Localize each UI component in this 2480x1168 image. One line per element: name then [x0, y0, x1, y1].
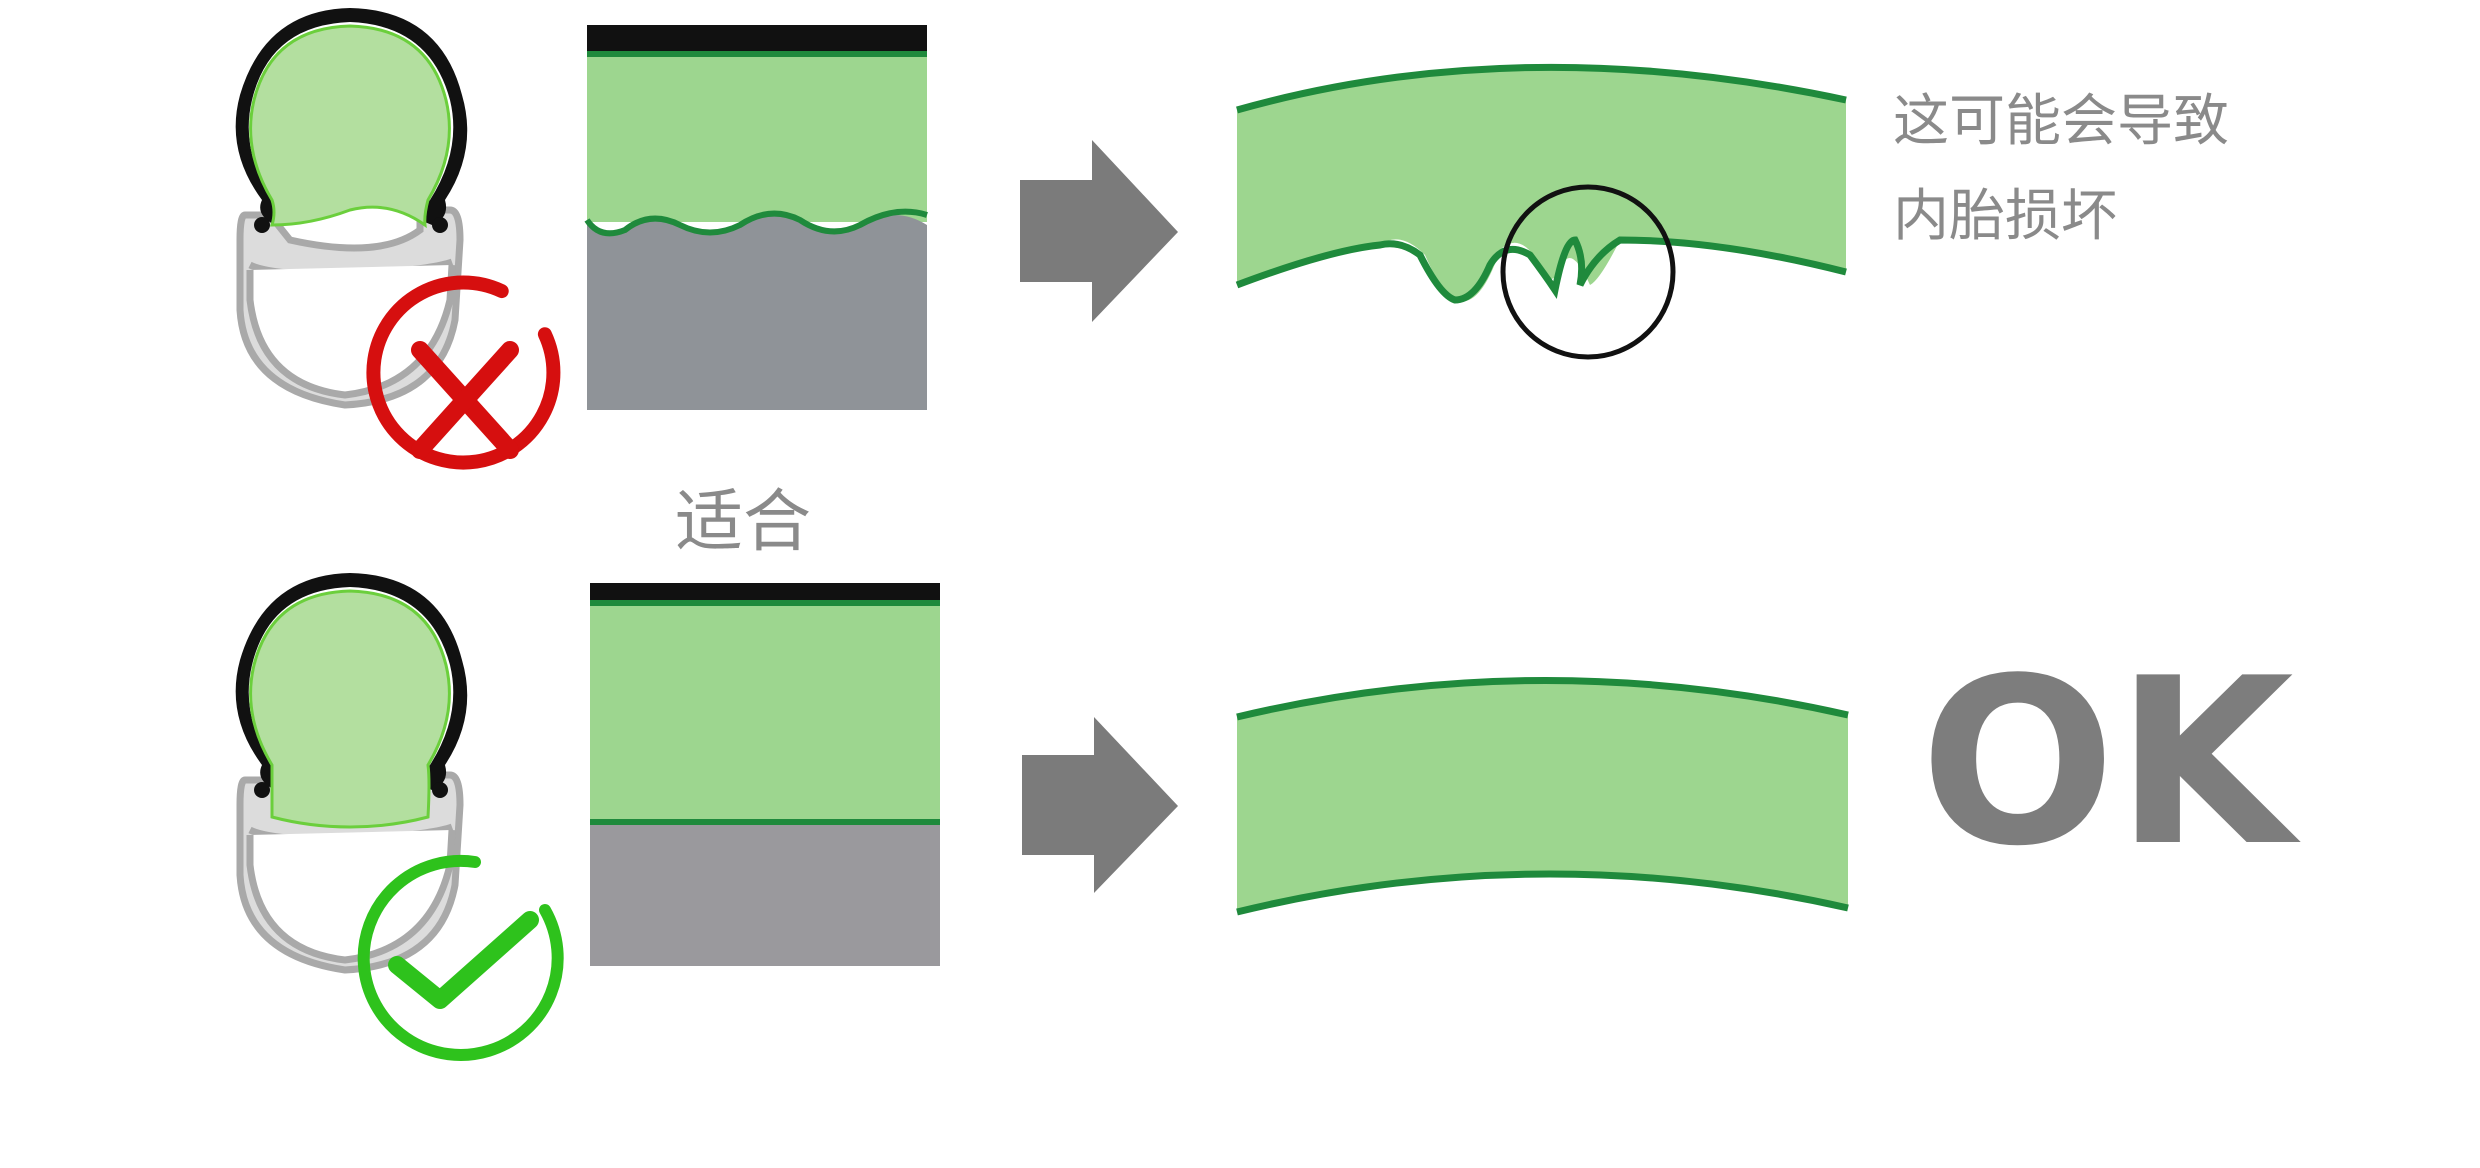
rim-layer [590, 822, 940, 966]
ok-label: OK [1920, 630, 2302, 897]
damage-note-line-2: 内胎损坏 [1893, 184, 2117, 249]
tire-layer [587, 25, 927, 55]
tire-layer [590, 583, 940, 603]
layer-block-correct [590, 583, 940, 966]
tire-cross-section-correct [235, 573, 468, 974]
rim-layer [587, 213, 927, 410]
tube-segment-damaged [1235, 63, 1847, 360]
tire-cross-section-incorrect [235, 8, 468, 409]
tire-casing [235, 8, 468, 225]
tube-segment-intact [1236, 677, 1849, 916]
layer-block-incorrect [584, 25, 928, 410]
row-correct: OK [235, 573, 2302, 1061]
cross-icon [366, 275, 561, 470]
arrow-icon [1022, 717, 1178, 893]
inner-tube [249, 589, 451, 829]
tire-casing [235, 573, 468, 790]
damage-note-line-1: 这可能会导致 [1893, 89, 2229, 154]
tube-layer [590, 601, 940, 821]
damage-highlight-circle [1500, 184, 1676, 360]
row-incorrect: 这可能会导致 内胎损坏 [235, 8, 2229, 470]
inner-tube [249, 24, 451, 229]
arrow-icon [1020, 140, 1178, 322]
check-icon [357, 854, 564, 1061]
fit-label: 适合 [675, 483, 811, 562]
tube-layer [587, 52, 927, 222]
